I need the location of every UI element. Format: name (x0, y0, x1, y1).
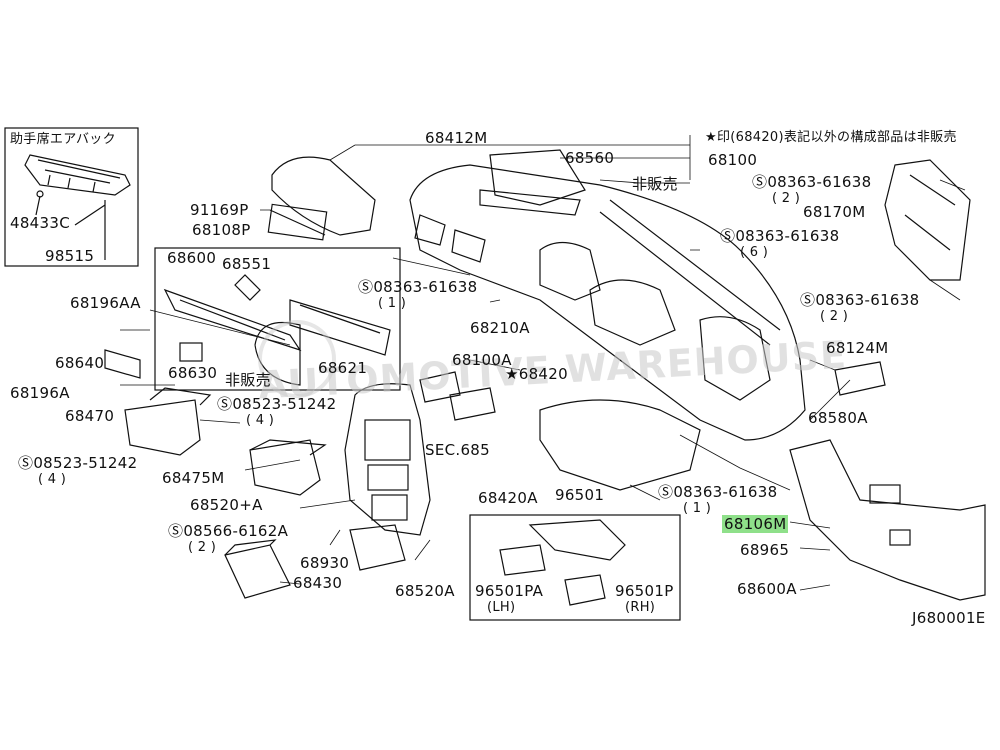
label-68170M: 68170M (803, 203, 866, 221)
label-lh: (LH) (487, 600, 516, 615)
part-68930 (349, 524, 406, 571)
part-68640 (104, 349, 141, 379)
label-not-sold-box: 非販売 (225, 371, 271, 389)
label-68560: 68560 (565, 149, 615, 167)
label-s08363-1b-qty: ( 1 ) (683, 501, 712, 516)
label-68420A: 68420A (478, 489, 538, 507)
watermark-logo (258, 320, 336, 398)
label-68430: 68430 (293, 574, 343, 592)
part-96501PA (499, 544, 546, 576)
bracket-68170M (884, 159, 971, 281)
label-68630: 68630 (168, 364, 218, 382)
label-sec685: SEC.685 (425, 441, 490, 459)
label-96501P: 96501P (615, 582, 674, 600)
label-68196A: 68196A (10, 384, 70, 402)
inset-part-a: 48433C (10, 214, 70, 232)
vents-sec685 (419, 371, 496, 421)
label-s08363-2b: Ⓢ08363-61638 (800, 291, 920, 309)
label-68520A: 68520A (395, 582, 455, 600)
label-s08363-6-qty: ( 6 ) (740, 245, 769, 260)
label-s08566: Ⓢ08566-6162A (168, 522, 289, 540)
figure-code: J680001E (912, 609, 986, 627)
label-rh: (RH) (625, 600, 656, 615)
note-top: ★印(68420)表記以外の構成部品は非販売 (705, 130, 957, 145)
label-68600: 68600 (167, 249, 217, 267)
label-96501: 96501 (555, 486, 605, 504)
label-s08363-2a: Ⓢ08363-61638 (752, 173, 872, 191)
label-s08566-qty: ( 2 ) (188, 540, 217, 555)
lower-panel-68106M (789, 439, 986, 601)
label-68470: 68470 (65, 407, 115, 425)
label-s08363-1b: Ⓢ08363-61638 (658, 483, 778, 501)
label-68100A: 68100A (452, 351, 512, 369)
label-68106M: 68106M (722, 515, 789, 533)
part-96501P (564, 574, 606, 606)
label-68600A: 68600A (737, 580, 797, 598)
label-68100: 68100 (708, 151, 758, 169)
instrument-panel-68100 (409, 164, 806, 441)
label-96501PA: 96501PA (475, 582, 544, 600)
inset-title: 助手席エアバック (10, 132, 116, 147)
center-bezel-68520 (344, 383, 431, 536)
label-s08363-2a-qty: ( 2 ) (772, 191, 801, 206)
airbag-module (24, 154, 131, 196)
label-68475M: 68475M (162, 469, 225, 487)
label-68196AA: 68196AA (70, 294, 141, 312)
part-68430 (224, 539, 291, 599)
label-68420-star: ★68420 (505, 365, 568, 383)
label-68520-plus-A: 68520+A (190, 496, 263, 514)
label-68412M: 68412M (425, 129, 488, 147)
label-68124M: 68124M (826, 339, 889, 357)
label-68640: 68640 (55, 354, 105, 372)
part-68470 (124, 399, 201, 456)
inset-part-b: 98515 (45, 247, 95, 265)
bracket-68124M (834, 361, 886, 396)
meter-hood-68420 (539, 399, 701, 491)
label-68580A: 68580A (808, 409, 868, 427)
label-68621: 68621 (318, 359, 368, 377)
label-s08523-b: Ⓢ08523-51242 (18, 454, 138, 472)
label-s08523-b-qty: ( 4 ) (38, 472, 67, 487)
box-96501 (469, 514, 681, 621)
label-s08363-2b-qty: ( 2 ) (820, 309, 849, 324)
label-s08363-6: Ⓢ08363-61638 (720, 227, 840, 245)
label-68210A: 68210A (470, 319, 530, 337)
label-68108P: 68108P (192, 221, 251, 239)
label-68930: 68930 (300, 554, 350, 572)
part-68475M (249, 439, 321, 496)
airbag-inset-box (4, 127, 139, 267)
label-not-sold-top: 非販売 (632, 175, 678, 193)
label-s08363-1-qty: ( 1 ) (378, 296, 407, 311)
label-s08523-a: Ⓢ08523-51242 (217, 395, 337, 413)
label-91169P: 91169P (190, 201, 249, 219)
label-68965: 68965 (740, 541, 790, 559)
label-68551: 68551 (222, 255, 272, 273)
bracket-68412M (271, 156, 376, 236)
label-s08363-1: Ⓢ08363-61638 (358, 278, 478, 296)
label-s08523-a-qty: ( 4 ) (246, 413, 275, 428)
